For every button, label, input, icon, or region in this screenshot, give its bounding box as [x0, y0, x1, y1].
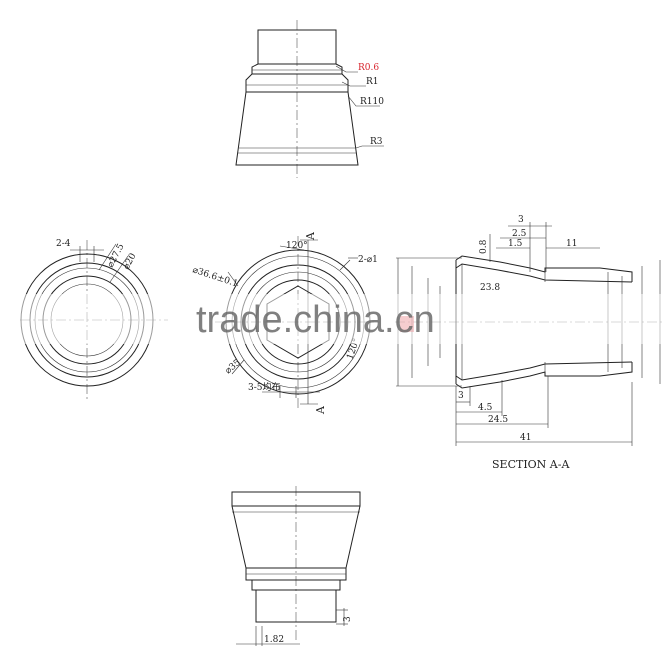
top-cone-body [235, 91, 359, 166]
label-0-8: 0.8 [479, 239, 489, 254]
label-2-d1: 2-⌀1 [358, 255, 378, 265]
label-1-82: 1.82 [264, 635, 284, 645]
section-mark-bottom: A [314, 405, 327, 415]
label-23-8: 23.8 [480, 283, 500, 293]
leader-d35 [231, 359, 245, 375]
watermark-band: trade.china.cn [0, 294, 669, 344]
label-d20: ⌀20 [122, 252, 139, 272]
label-2-5: 2.5 [512, 229, 527, 239]
section-upper-profile [455, 255, 633, 282]
label-angle-top: 120° [286, 241, 308, 251]
label-d35: ⌀35 [224, 358, 244, 377]
top-step-ring [251, 63, 343, 75]
label-d366: ⌀36.6±0.1 [191, 265, 239, 289]
label-r1: R1 [366, 77, 379, 87]
label-1-5: 1.5 [508, 239, 523, 249]
leader-angle-top [279, 245, 305, 251]
bottom-neck [255, 590, 337, 623]
leader-r110 [347, 95, 380, 107]
bottom-cone-body [231, 505, 361, 569]
label-3-bottom-view: 3 [343, 616, 353, 622]
label-r3: R3 [370, 137, 383, 147]
left-leader-d275 [98, 243, 117, 271]
section-mark-top: A [304, 231, 317, 241]
label-3-5: 3-5均布 [248, 381, 281, 393]
label-41: 41 [520, 433, 531, 443]
label-r110: R110 [360, 97, 384, 107]
label-2-4: 2-4 [56, 239, 71, 249]
label-r06: R0.6 [358, 63, 379, 73]
watermark-text: trade.china.cn [196, 299, 435, 341]
label-24-5: 24.5 [488, 415, 508, 425]
bottom-elevation-view: 3 1.82 [231, 486, 361, 646]
watermark-haze [0, 294, 669, 344]
label-3-bottom: 3 [458, 391, 464, 401]
top-elevation-view: R0.6 R1 R110 R3 [235, 20, 384, 178]
top-shoulder [245, 73, 349, 93]
leader-d366 [227, 271, 239, 287]
label-3-top: 3 [518, 215, 524, 225]
section-upper-inner [455, 263, 633, 283]
leader-r1 [341, 81, 366, 87]
bottom-step-ring [251, 580, 341, 591]
section-lower-inner [455, 361, 633, 381]
left-leader-d20 [109, 255, 129, 283]
section-lower-profile [455, 362, 633, 389]
leader-r3 [355, 145, 384, 149]
leader-2-d1-b [339, 259, 351, 271]
leader-r06 [335, 65, 358, 73]
label-4-5: 4.5 [478, 403, 493, 413]
section-caption: SECTION A-A [492, 458, 570, 471]
label-11: 11 [566, 239, 577, 249]
